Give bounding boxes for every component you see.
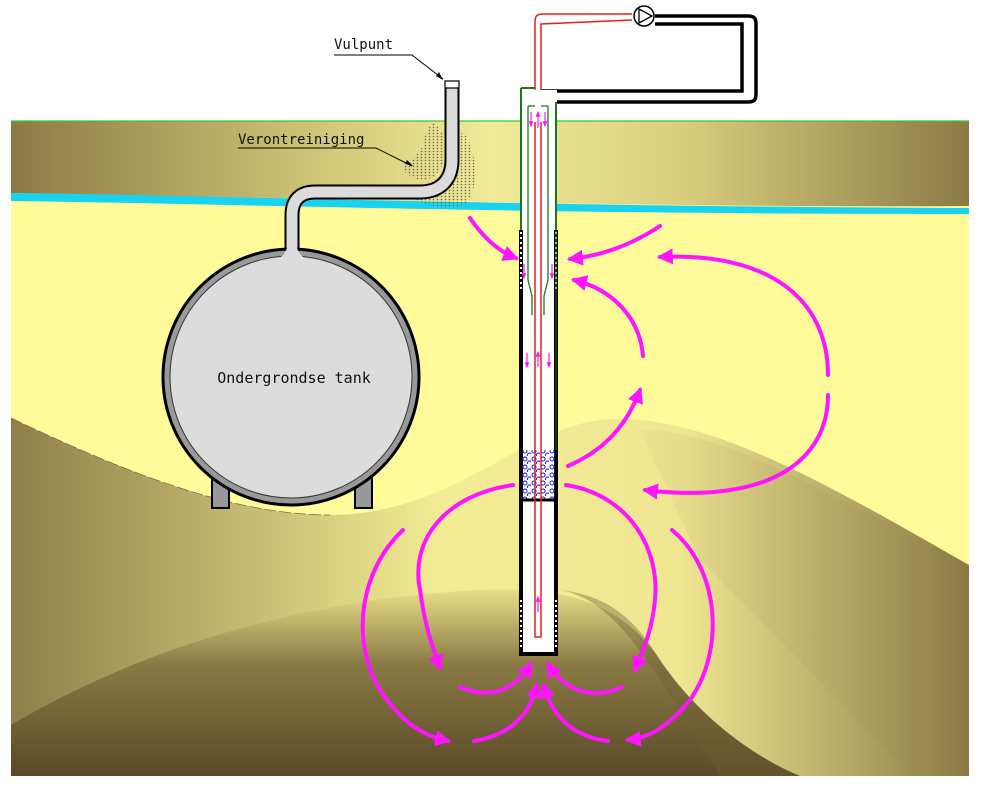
flow-arrow: [641, 393, 830, 500]
groundwater-table: [11, 193, 969, 214]
well-flow-arrows: [521, 110, 555, 612]
flow-arrow: [360, 528, 452, 747]
flow-arrow: [624, 528, 715, 747]
return-pipe: [553, 14, 758, 122]
contamination-label: Verontreiniging: [238, 132, 364, 148]
pump-circuit: [534, 5, 758, 122]
flow-arrow: [458, 661, 533, 695]
flow-arrow: [570, 275, 645, 358]
extraction-well: [519, 87, 558, 656]
flow-arrow: [566, 387, 643, 468]
underground-tank: Ondergrondse tank: [161, 80, 460, 509]
riser-pipe-in-well: [534, 122, 542, 638]
riser-pipe-inner: [540, 19, 633, 122]
tank-label: Ondergrondse tank: [217, 369, 371, 387]
riser-pipe-outer: [534, 13, 632, 122]
gravel-pack: [522, 450, 555, 500]
flow-arrow: [566, 224, 662, 266]
flow-arrow: [416, 483, 515, 672]
deep-clay-layer: [11, 589, 800, 776]
flow-arrows: [360, 216, 830, 747]
flow-arrow: [472, 681, 542, 743]
well-bore: [520, 90, 557, 654]
inner-casing: [527, 106, 549, 315]
fill-point-label: Vulpunt: [334, 37, 393, 53]
flow-arrow: [468, 216, 519, 261]
fill-point-callout: Vulpunt: [334, 37, 444, 80]
pump-icon[interactable]: [633, 5, 655, 27]
fill-point-cap: [444, 80, 460, 89]
right-sand-wedge: [640, 430, 969, 776]
flow-arrow: [546, 661, 624, 696]
contamination-callout: Verontreiniging: [238, 132, 413, 167]
topsoil-layer: [11, 121, 969, 207]
flow-arrow: [656, 248, 830, 377]
flow-arrow: [539, 681, 610, 743]
layer-boundary-line: [10, 417, 331, 516]
flow-arrow: [564, 483, 658, 673]
soil-profile: [10, 120, 969, 776]
